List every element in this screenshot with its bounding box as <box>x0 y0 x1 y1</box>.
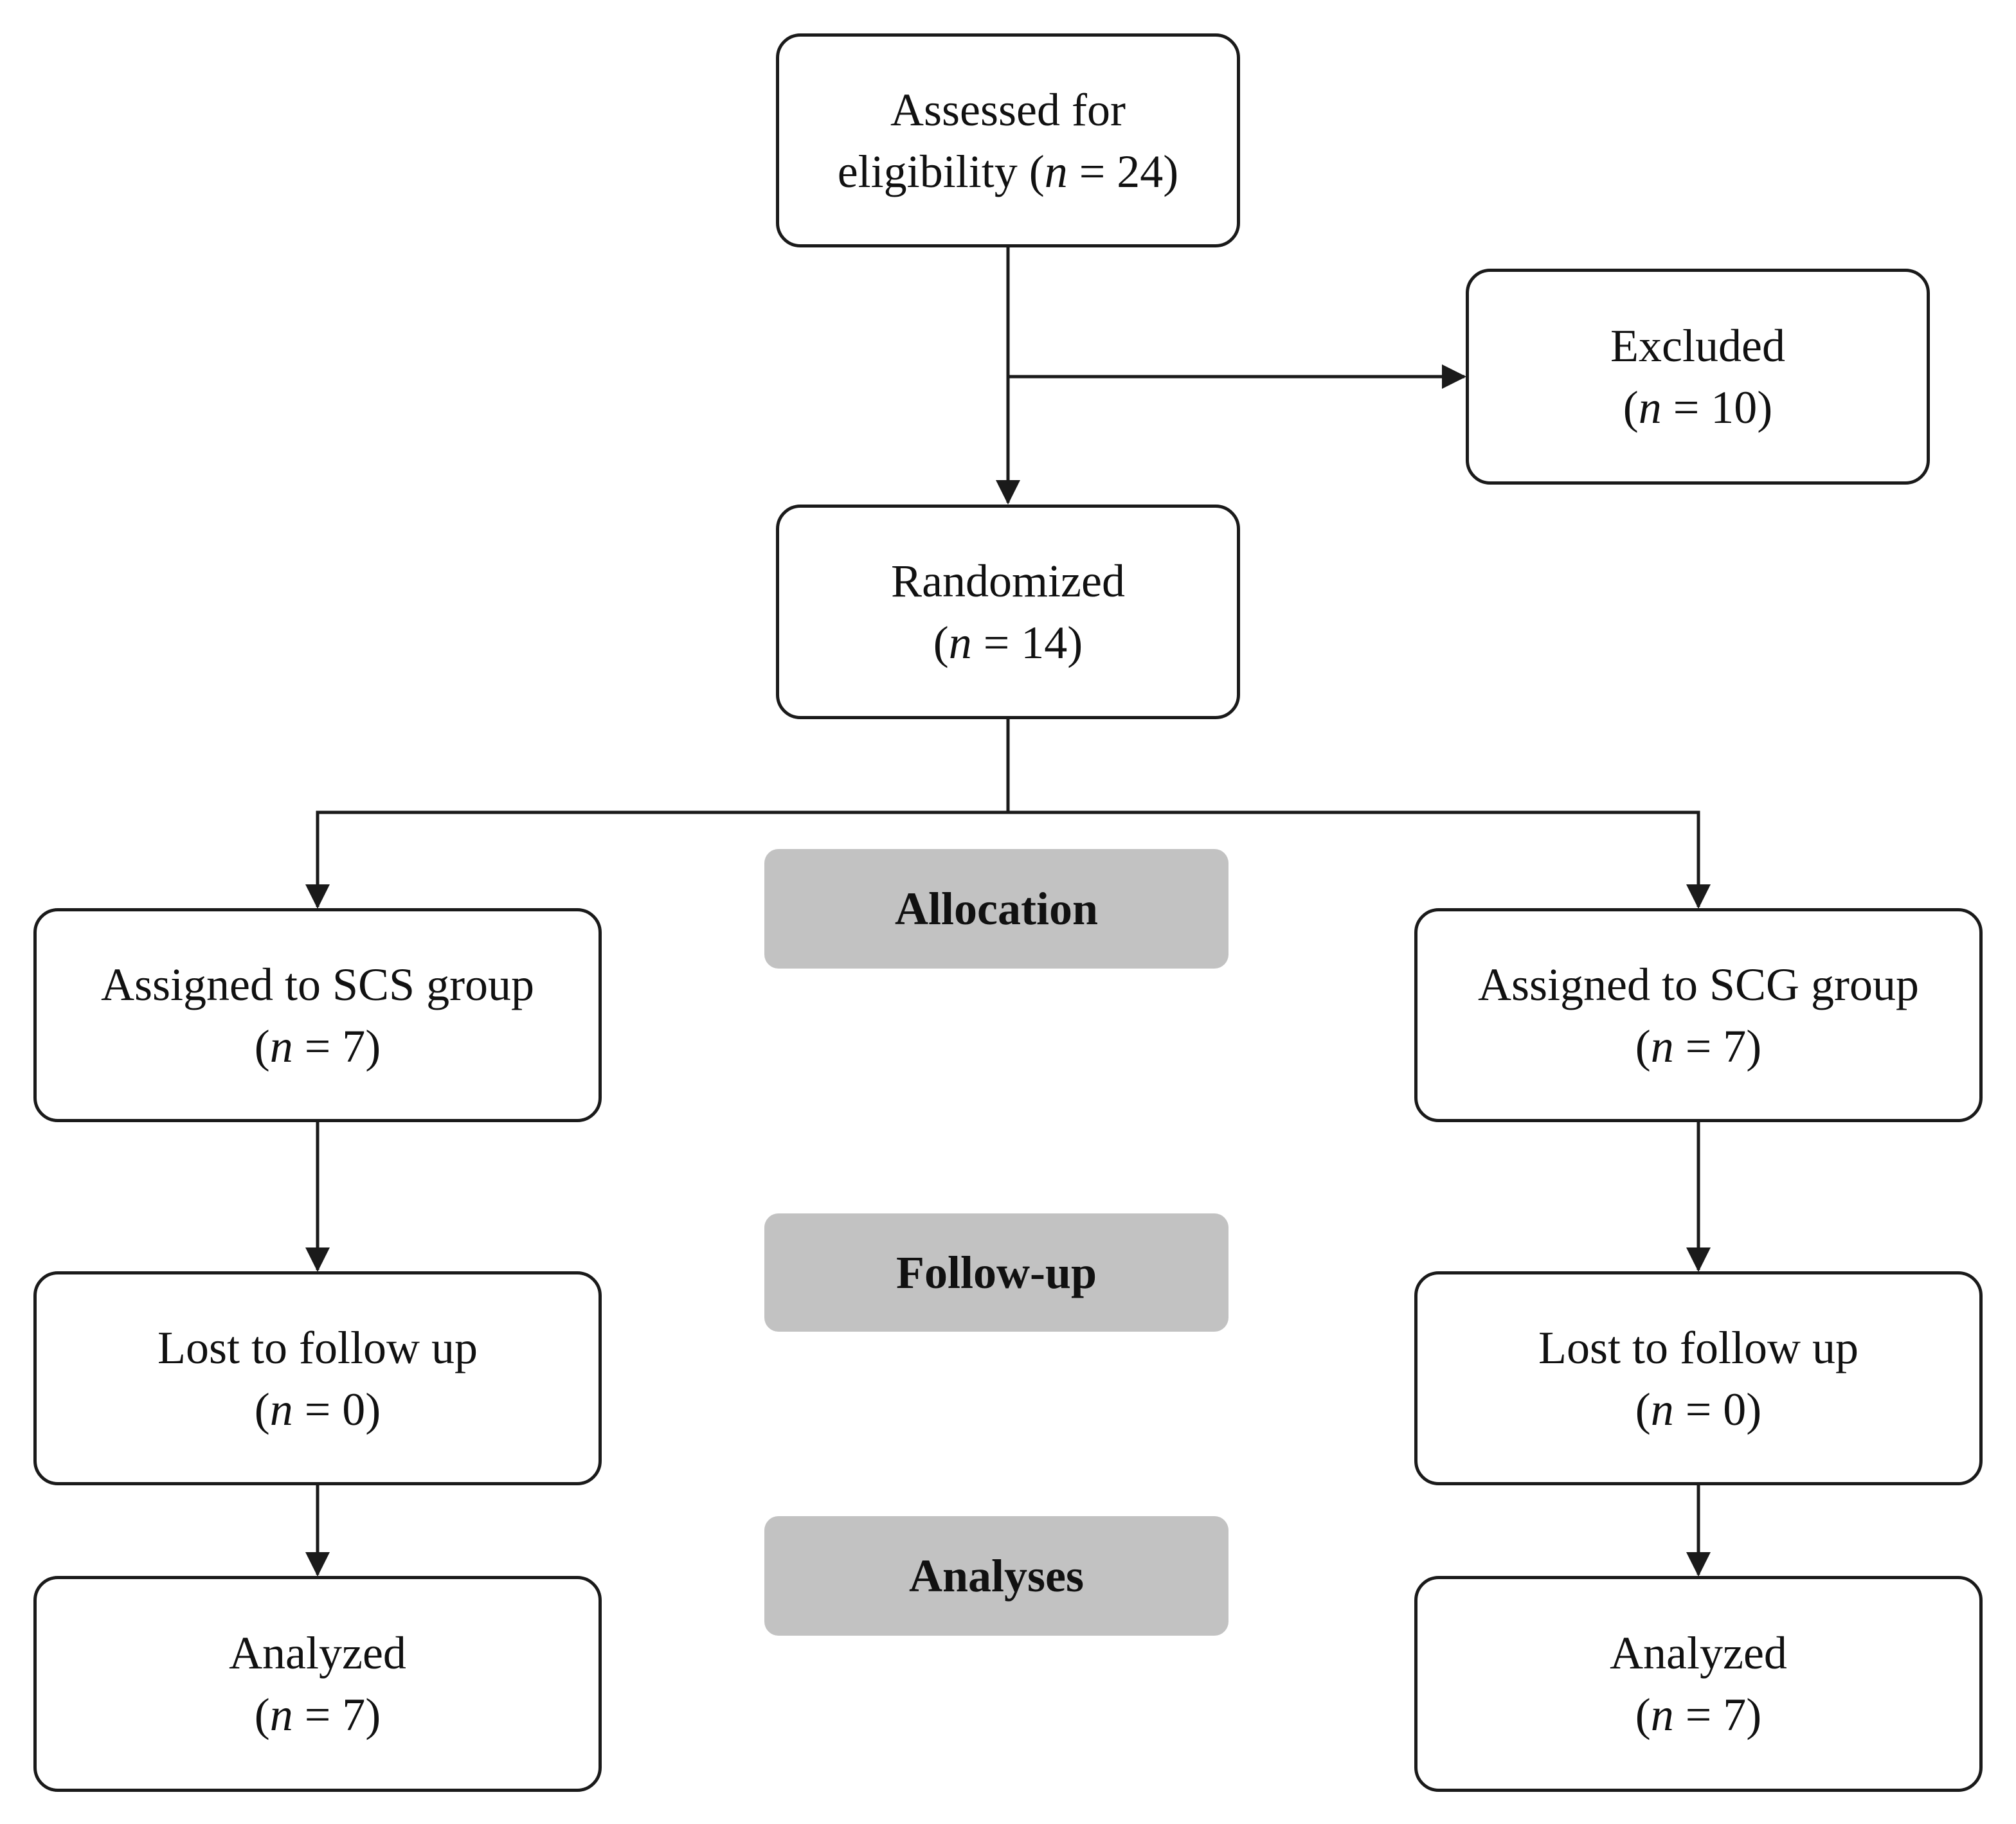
assigned-scs-node: Assigned to SCS group (n = 7) <box>33 908 602 1122</box>
assigned-scg-count: (n = 7) <box>1635 1020 1762 1072</box>
lost-scg-label: Lost to follow up <box>1538 1321 1859 1373</box>
analyzed-scs-node: Analyzed (n = 7) <box>33 1576 602 1792</box>
edge-randomized-to-assigned-scg <box>1008 810 1711 909</box>
assigned-scg-node: Assigned to SCG group (n = 7) <box>1414 908 1983 1122</box>
randomized-node: Randomized (n = 14) <box>776 505 1240 719</box>
excluded-count: (n = 10) <box>1623 382 1773 433</box>
lost-scs-label: Lost to follow up <box>158 1321 478 1373</box>
analyzed-scg-count: (n = 7) <box>1635 1689 1762 1740</box>
assessed-node: Assessed for eligibility (n = 24) <box>776 33 1240 247</box>
stage-follow-up: Follow-up <box>764 1213 1228 1332</box>
excluded-node: Excluded (n = 10) <box>1466 269 1930 485</box>
assessed-label: Assessed for <box>890 84 1126 136</box>
lost-scg-count: (n = 0) <box>1635 1383 1762 1435</box>
randomized-count: (n = 14) <box>933 617 1083 668</box>
excluded-label: Excluded <box>1610 320 1785 371</box>
analyzed-scs-label: Analyzed <box>229 1627 406 1679</box>
stage-analyses: Analyses <box>764 1516 1228 1636</box>
assessed-count: eligibility (n = 24) <box>837 145 1179 197</box>
assigned-scs-count: (n = 7) <box>254 1020 381 1072</box>
assigned-scs-label: Assigned to SCS group <box>100 958 535 1010</box>
analyzed-scg-node: Analyzed (n = 7) <box>1414 1576 1983 1792</box>
analyzed-scg-label: Analyzed <box>1610 1627 1787 1679</box>
lost-scs-count: (n = 0) <box>254 1383 381 1435</box>
lost-scs-node: Lost to follow up (n = 0) <box>33 1271 602 1485</box>
assigned-scg-label: Assigned to SCG group <box>1477 958 1920 1010</box>
edge-randomized-to-assigned-scs <box>305 810 1008 909</box>
randomized-label: Randomized <box>891 555 1125 607</box>
stage-allocation: Allocation <box>764 849 1228 969</box>
lost-scg-node: Lost to follow up (n = 0) <box>1414 1271 1983 1485</box>
analyzed-scs-count: (n = 7) <box>254 1689 381 1740</box>
